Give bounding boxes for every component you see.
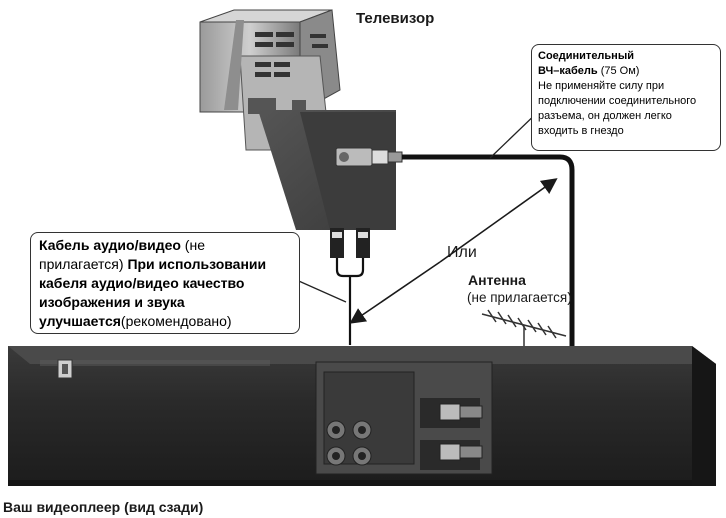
tv-illustration bbox=[199, 9, 341, 151]
rf-callout-note: Не применяйте силу при bbox=[538, 80, 665, 92]
or-label: Или bbox=[447, 244, 477, 261]
tv-label: Телевизор bbox=[356, 10, 435, 27]
vcr-clip bbox=[57, 359, 73, 379]
rf-callout-title: Соединительный bbox=[538, 50, 634, 62]
av-callout-line: изображения и звука bbox=[39, 294, 185, 310]
av-callout-line: прилагается) При использовании bbox=[39, 256, 267, 272]
av-callout-line: Кабель аудио/видео (не bbox=[39, 237, 205, 253]
tv-vent-grilles bbox=[255, 32, 328, 77]
rf-callout-note: разъема, он должен легко bbox=[538, 110, 672, 122]
rf-callout-title-line2: ВЧ–кабель (75 Ом) bbox=[538, 65, 640, 77]
or-arrows bbox=[349, 178, 558, 324]
av-callout-line: улучшается(рекомендовано) bbox=[39, 313, 232, 329]
tv-rf-connector bbox=[335, 147, 403, 167]
antenna-note: (не прилагается) bbox=[467, 290, 572, 305]
tv-av-plugs bbox=[330, 228, 370, 258]
antenna-label: Антенна bbox=[468, 272, 526, 288]
av-callout-line: кабеля аудио/видео качество bbox=[39, 275, 245, 291]
av-cable bbox=[335, 258, 365, 345]
rf-callout-note: подключении соединительного bbox=[538, 95, 697, 107]
tv-connector-panel bbox=[258, 110, 403, 258]
rf-cable-callout: Соединительный ВЧ–кабель (75 Ом) Не прим… bbox=[531, 44, 721, 151]
vcr-label: Ваш видеоплеер (вид сзади) bbox=[3, 499, 204, 515]
rf-callout-note: входить в гнездо bbox=[538, 125, 624, 137]
av-cable-callout: Кабель аудио/видео (не прилагается) При … bbox=[30, 232, 300, 334]
vcr-illustration bbox=[8, 346, 716, 486]
vcr-rf-connectors bbox=[439, 403, 483, 461]
